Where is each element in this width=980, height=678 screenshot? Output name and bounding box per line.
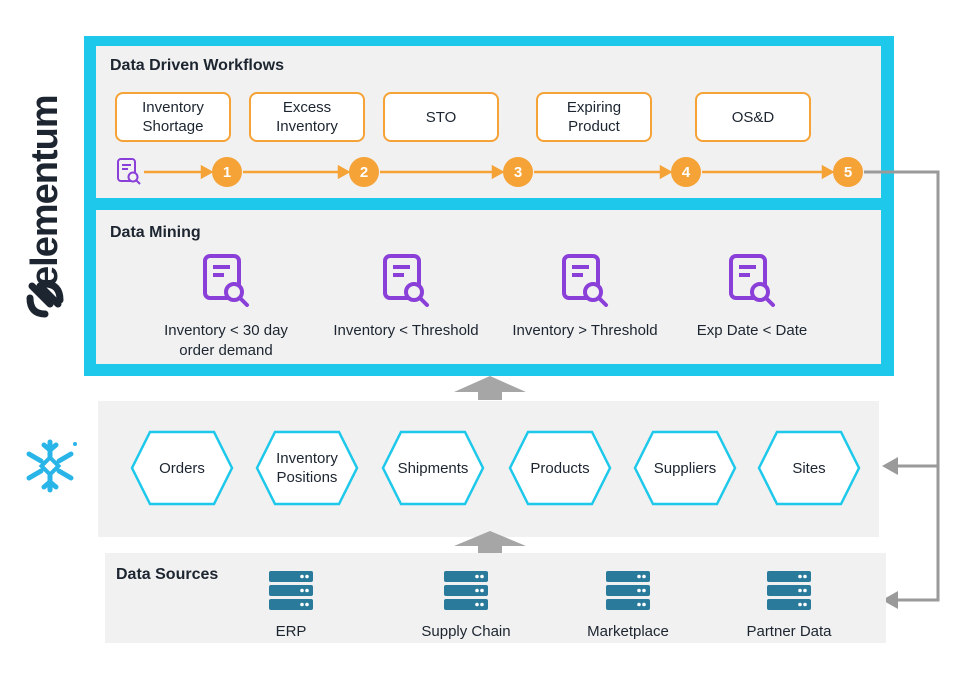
hex-label: Products	[530, 459, 590, 477]
source-item: Supply Chain	[391, 570, 541, 640]
hex-sites: Sites	[757, 430, 861, 506]
source-label: ERP	[275, 623, 307, 640]
server-icon	[269, 571, 313, 610]
hex-products: Products	[508, 430, 612, 506]
hex-label: Orders	[159, 459, 205, 477]
workflows-title: Data Driven Workflows	[110, 57, 284, 74]
source-item: Marketplace	[553, 570, 703, 640]
mining-item-label: Inventory > Threshold	[512, 322, 658, 339]
server-icon	[444, 571, 488, 610]
hex-shipments: Shipments	[381, 430, 485, 506]
up-arrow-icon	[454, 531, 526, 553]
hexagon-shape	[757, 430, 861, 506]
server-icon	[767, 571, 811, 610]
workflow-sto: STO	[383, 92, 499, 142]
mining-item-label: Inventory < 30 day order demand	[164, 322, 288, 359]
document-search-icon	[203, 254, 249, 307]
hex-inventory-positions: Inventory Positions	[255, 430, 359, 506]
data-sources-title: Data Sources	[116, 566, 219, 583]
mining-item: Inventory < 30 day order demand	[141, 252, 311, 361]
source-label: Supply Chain	[421, 623, 511, 640]
document-search-icon	[562, 254, 608, 307]
elementum-mark-icon	[26, 280, 64, 318]
source-item: ERP	[216, 570, 366, 640]
step-4: 4	[671, 157, 701, 187]
data-sources-panel	[105, 553, 886, 643]
source-label: Partner Data	[746, 623, 832, 640]
mining-item: Inventory > Threshold	[500, 252, 670, 341]
hex-label: Shipments	[397, 459, 469, 477]
mining-item: Exp Date < Date	[667, 252, 837, 341]
workflow-expiring-product: Expiring Product	[536, 92, 652, 142]
mining-title: Data Mining	[110, 224, 201, 241]
hexagon-shape	[130, 430, 234, 506]
hex-label: Suppliers	[653, 459, 717, 477]
workflow-start-document-search-icon	[117, 158, 141, 185]
hex-orders: Orders	[130, 430, 234, 506]
hex-label: Sites	[792, 459, 826, 477]
mining-item-label: Exp Date < Date	[696, 322, 808, 339]
step-2: 2	[349, 157, 379, 187]
document-search-icon	[729, 254, 775, 307]
workflow-osd: OS&D	[695, 92, 811, 142]
workflow-inventory-shortage: Inventory Shortage	[115, 92, 231, 142]
hexagon-shape	[381, 430, 485, 506]
hexagon-shape	[508, 430, 612, 506]
step-1: 1	[212, 157, 242, 187]
snowflake-logo-icon	[26, 439, 77, 493]
elementum-logo: elementum	[20, 82, 70, 332]
document-search-icon	[383, 254, 429, 307]
up-arrow-icon	[454, 376, 526, 400]
step-5: 5	[833, 157, 863, 187]
hexagon-shape	[633, 430, 737, 506]
hex-suppliers: Suppliers	[633, 430, 737, 506]
hexagon-shape	[255, 430, 359, 506]
server-icon	[606, 571, 650, 610]
hex-label: Inventory Positions	[276, 450, 338, 486]
mining-item: Inventory < Threshold	[321, 252, 491, 341]
source-label: Marketplace	[587, 623, 669, 640]
workflow-excess-inventory: Excess Inventory	[249, 92, 365, 142]
step-3: 3	[503, 157, 533, 187]
mining-item-label: Inventory < Threshold	[333, 322, 479, 339]
source-item: Partner Data	[714, 570, 864, 640]
